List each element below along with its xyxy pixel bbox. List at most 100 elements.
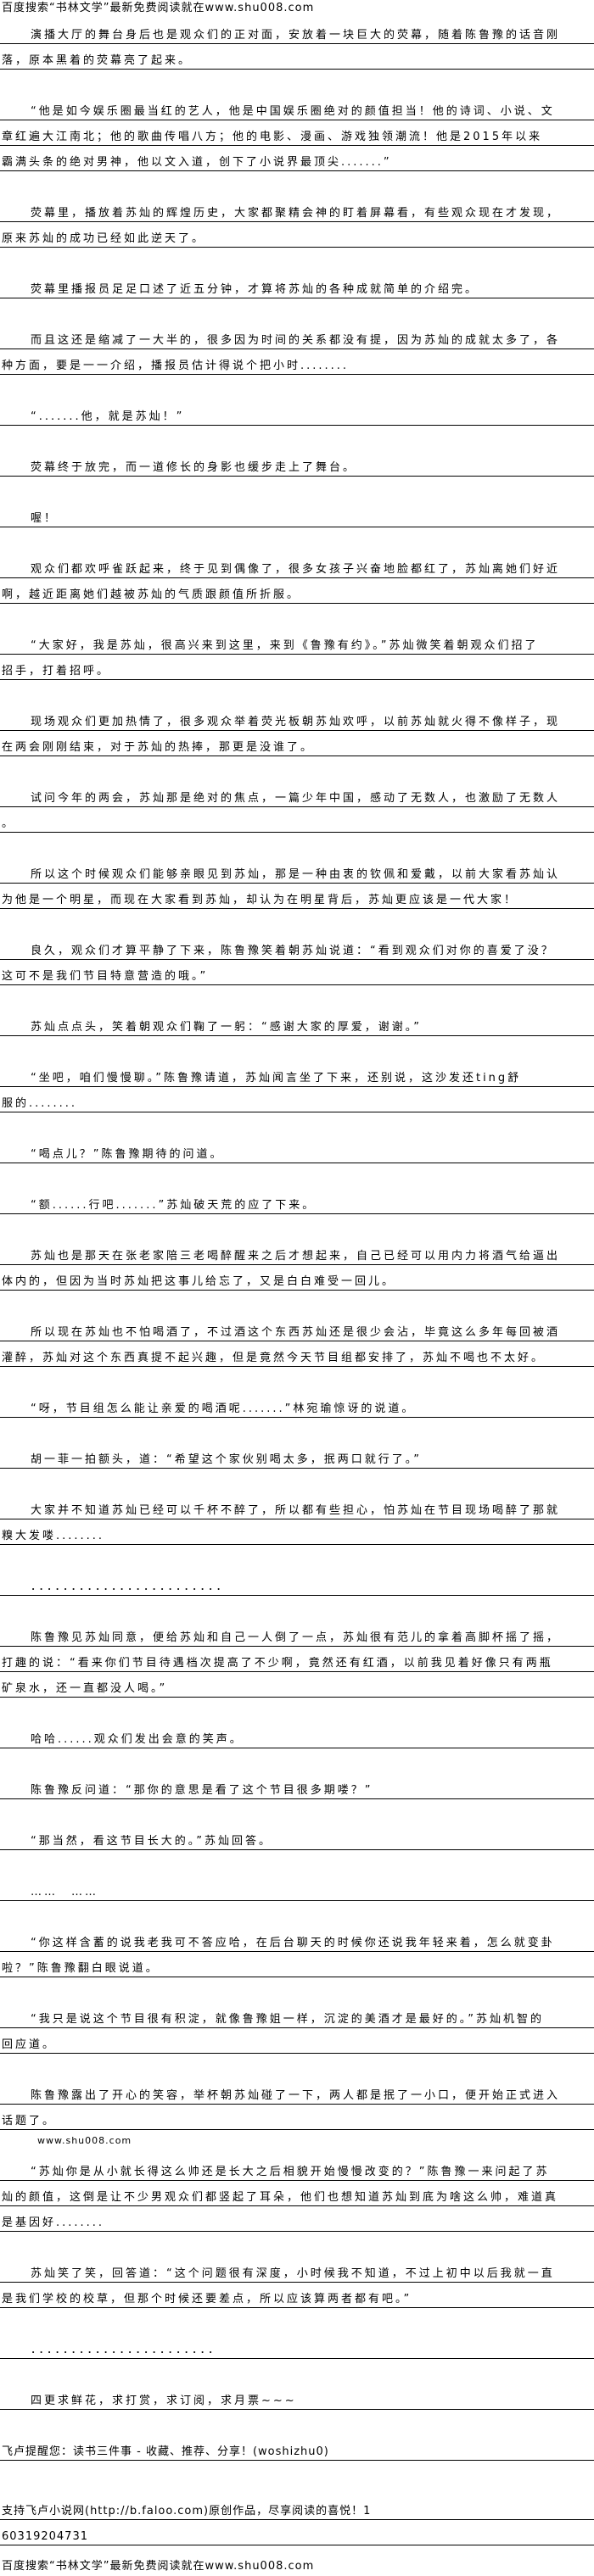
paragraph-line: “我只是说这个节目很有积淀，就像鲁豫姐一样，沉淀的美酒才是最好的。”苏灿机智的 (0, 2003, 594, 2028)
line-text: 糗大发喽........ (2, 1530, 105, 1542)
paragraph-line: ．．．．．．．．．．．．．．．．．．．．．．．． (0, 1570, 594, 1596)
paragraph-gap (0, 426, 594, 451)
line-text: 苏灿也是那天在张老家陪三老喝醉醒来之后才想起来，自己已经可以用内力将酒气给逼出 (31, 1250, 561, 1263)
line-text: ．．．．．．．．．．．．．．．．．．．．．．． (31, 2344, 222, 2356)
line-text: 荧幕终于放完，而一道修长的身影也缓步走上了舞台。 (31, 461, 357, 474)
paragraph-line: 而且这还是缩减了一大半的，很多因为时间的关系都没有提，因为苏灿的成就太多了，各 (0, 324, 594, 349)
paragraph-line: 在两会刚刚结束，对于苏灿的热捧，那更是没谁了。 (0, 731, 594, 756)
article-body: 演播大厅的舞台身后也是观众们的正对面，安放着一块巨大的荧幕，随着陈鲁豫的话音刚落… (0, 19, 594, 2410)
line-text: “他是如今娱乐圈最当红的艺人，他是中国娱乐圈绝对的颜值担当！他的诗词、小说、文 (31, 105, 555, 118)
paragraph-gap (0, 1901, 594, 1926)
line-text: “.......他，就是苏灿！” (31, 410, 185, 423)
line-text: 良久，观众们才算平静了下来，陈鲁豫笑着朝苏灿说道：“看到观众们对你的喜爱了没？ (31, 945, 555, 957)
paragraph-gap (0, 1367, 594, 1392)
paragraph-gap (0, 298, 594, 324)
paragraph-gap (0, 527, 594, 553)
paragraph-line: …… …… (0, 1876, 594, 1901)
line-text: 荧幕里播报员足足口述了近五分钟，才算将苏灿的各种成就简单的介绍完。 (31, 283, 479, 296)
paragraph-gap (0, 2308, 594, 2333)
line-text: …… …… (31, 1886, 99, 1899)
paragraph-line: 灿的颜值，这倒是让不少男观众们都竖起了耳朵，他们也想知道苏灿到底为啥这么帅，难道… (0, 2181, 594, 2206)
paragraph-line: ．．．．．．．．．．．．．．．．．．．．．．． (0, 2333, 594, 2359)
line-text: 灿的颜值，这倒是让不少男观众们都竖起了耳朵，他们也想知道苏灿到底为啥这么帅，难道… (2, 2191, 559, 2204)
paragraph-line: “大家好，我是苏灿，很高兴来到这里，来到《鲁豫有约》。”苏灿微笑着朝观众们招了 (0, 629, 594, 655)
line-text: 回应道。 (2, 2038, 57, 2051)
paragraph-line: 是基因好........ (0, 2206, 594, 2232)
paragraph-gap (0, 2359, 594, 2384)
line-text: 种方面，要是一一介绍，播报员估计得说个把小时........ (2, 360, 350, 372)
paragraph-line: “.......他，就是苏灿！” (0, 400, 594, 426)
paragraph-line: 原来苏灿的成功已经如此逆天了。 (0, 222, 594, 248)
paragraph-line: 荧幕里，播放着苏灿的辉煌历史，大家都聚精会神的盯着屏幕看，有些观众现在才发现， (0, 197, 594, 222)
paragraph-line: “那当然，看这节目长大的。”苏灿回答。 (0, 1825, 594, 1850)
paragraph-line: 荧幕终于放完，而一道修长的身影也缓步走上了舞台。 (0, 451, 594, 477)
footer-support: 支持飞卢小说网(http://b.faloo.com)原创作品，尽享阅读的喜悦！… (0, 2495, 594, 2520)
paragraph-gap (0, 756, 594, 782)
footer-support-text: 支持飞卢小说网(http://b.faloo.com)原创作品，尽享阅读的喜悦！… (2, 2505, 372, 2517)
paragraph-gap (0, 1036, 594, 1062)
paragraph-line: 啦？”陈鲁豫翻白眼说道。 (0, 1952, 594, 1977)
line-text: 陈鲁豫见苏灿同意，便给苏灿和自己一人倒了一点，苏灿很有范儿的拿着高脚杯摇了摇， (31, 1631, 561, 1644)
paragraph-gap (0, 833, 594, 858)
paragraph-line: “你这样含蓄的说我老我可不答应哈，在后台聊天的时候你还说我年轻来着，怎么就变卦 (0, 1926, 594, 1952)
paragraph-line: 胡一菲一拍额头，道：“希望这个家伙别喝太多，抿两口就行了。” (0, 1443, 594, 1469)
line-text: 是基因好........ (2, 2216, 105, 2229)
line-text: 大家并不知道苏灿已经可以千杯不醉了，所以都有些担心，怕苏灿在节目现场喝醉了那就 (31, 1504, 561, 1517)
paragraph-line: 所以现在苏灿也不怕喝酒了，不过酒这个东西苏灿还是很少会沾，毕竟这么多年每回被酒 (0, 1316, 594, 1341)
line-text: 荧幕里，播放着苏灿的辉煌历史，大家都聚精会神的盯着屏幕看，有些观众现在才发现， (31, 207, 561, 220)
line-text: ．．．．．．．．．．．．．．．．．．．．．．．． (31, 1581, 230, 1593)
paragraph-gap (0, 1850, 594, 1876)
paragraph-line: 陈鲁豫露出了开心的笑容，举杯朝苏灿碰了一下，两人都是抿了一小口，便开始正式进入 (0, 2079, 594, 2105)
line-text: 。 (2, 817, 16, 830)
line-text: 矿泉水，还一直都没人喝。” (2, 1682, 168, 1695)
paragraph-line: 落，原本黑着的荧幕亮了起来。 (0, 44, 594, 70)
paragraph-gap (0, 2232, 594, 2257)
line-text: 哈哈......观众们发出会意的笑声。 (31, 1733, 244, 1746)
paragraph-line: 所以这个时候观众们能够亲眼见到苏灿，那是一种由衷的钦佩和爱戴，以前大家看苏灿认 (0, 858, 594, 884)
paragraph-line: 回应道。 (0, 2028, 594, 2054)
line-text: “我只是说这个节目很有积淀，就像鲁豫姐一样，沉淀的美酒才是最好的。”苏灿机智的 (31, 2013, 544, 2026)
paragraph-gap (0, 1977, 594, 2003)
paragraph-line: 服的........ (0, 1087, 594, 1112)
footer-reminder: 飞卢提醒您：读书三件事 - 收藏、推荐、分享！(woshizhu0) (0, 2435, 594, 2461)
line-text: 四更求鲜花，求打赏，求订阅，求月票~~~ (31, 2395, 297, 2407)
paragraph-line: 打趣的说：“看来你们节目待遇档次提高了不少啊，竟然还有红酒，以前我见着好像只有两… (0, 1647, 594, 1672)
paragraph-line: “呀，节目组怎么能让亲爱的喝酒呢.......”林宛瑜惊讶的说道。 (0, 1392, 594, 1418)
line-text: 所以这个时候观众们能够亲眼见到苏灿，那是一种由衷的钦佩和爱戴，以前大家看苏灿认 (31, 868, 561, 881)
paragraph-line: 是我们学校的校草，但那个时候还要差点，所以应该算两者都有吧。” (0, 2283, 594, 2308)
paragraph-gap (0, 477, 594, 502)
paragraph-line: 。 (0, 807, 594, 833)
footer-number: 60319204731 (0, 2520, 594, 2545)
paragraph-line: 这可不是我们节目特意营造的哦。” (0, 960, 594, 985)
paragraph-gap (0, 248, 594, 273)
line-text: 原来苏灿的成功已经如此逆天了。 (2, 232, 206, 245)
paragraph-line: 试问今年的两会，苏灿那是绝对的焦点，一篇少年中国，感动了无数人，也激励了无数人 (0, 782, 594, 807)
paragraph-gap (0, 1545, 594, 1570)
line-text: 啦？”陈鲁豫翻白眼说道。 (2, 1962, 160, 1975)
paragraph-line: 糗大发喽........ (0, 1519, 594, 1545)
line-text: 而且这还是缩减了一大半的，很多因为时间的关系都没有提，因为苏灿的成就太多了，各 (31, 334, 561, 347)
line-text: 啊，越近距离她们越被苏灿的气质跟颜值所折服。 (2, 588, 301, 601)
paragraph-line: 现场观众们更加热情了，很多观众举着荧光板朝苏灿欢呼，以前苏灿就火得不像样子，现 (0, 705, 594, 731)
line-text: 灌醉，苏灿对这个东西真提不起兴趣，但是竟然今天节目组都安排了，苏灿不喝也不太好。 (2, 1352, 546, 1364)
paragraph-line: 为他是一个明星，而现在大家看到苏灿，却认为在明星背后，苏灿更应该是一代大家！ (0, 884, 594, 909)
paragraph-gap (0, 375, 594, 400)
paragraph-line: 观众们都欢呼雀跃起来，终于见到偶像了，很多女孩子兴奋地脸都红了，苏灿离她们好近 (0, 553, 594, 578)
paragraph-gap (0, 1112, 594, 1138)
line-text: 陈鲁豫反问道：“那你的意思是看了这个节目很多期喽？” (31, 1784, 373, 1797)
paragraph-gap (0, 1469, 594, 1494)
paragraph-line: “他是如今娱乐圈最当红的艺人，他是中国娱乐圈绝对的颜值担当！他的诗词、小说、文 (0, 95, 594, 120)
paragraph-line: 啊，越近距离她们越被苏灿的气质跟颜值所折服。 (0, 578, 594, 604)
line-text: “大家好，我是苏灿，很高兴来到这里，来到《鲁豫有约》。”苏灿微笑着朝观众们招了 (31, 639, 539, 652)
paragraph-line: 哈哈......观众们发出会意的笑声。 (0, 1723, 594, 1748)
line-text: 体内的，但因为当时苏灿把这事儿给忘了，又是白白难受一回儿。 (2, 1275, 396, 1288)
line-text: 喔！ (31, 512, 59, 525)
line-text: “你这样含蓄的说我老我可不答应哈，在后台聊天的时候你还说我年轻来着，怎么就变卦 (31, 1937, 555, 1949)
line-text: 演播大厅的舞台身后也是观众们的正对面，安放着一块巨大的荧幕，随着陈鲁豫的话音刚 (31, 29, 561, 42)
paragraph-gap (0, 70, 594, 95)
paragraph-line: 苏灿点点头，笑着朝观众们鞠了一躬：“感谢大家的厚爱，谢谢。” (0, 1011, 594, 1036)
line-text: 观众们都欢呼雀跃起来，终于见到偶像了，很多女孩子兴奋地脸都红了，苏灿离她们好近 (31, 563, 561, 576)
paragraph-gap (0, 985, 594, 1011)
top-banner: 百度搜索“书林文学”最新免费阅读就在www.shu008.com (2, 2, 315, 14)
paragraph-gap (0, 909, 594, 934)
